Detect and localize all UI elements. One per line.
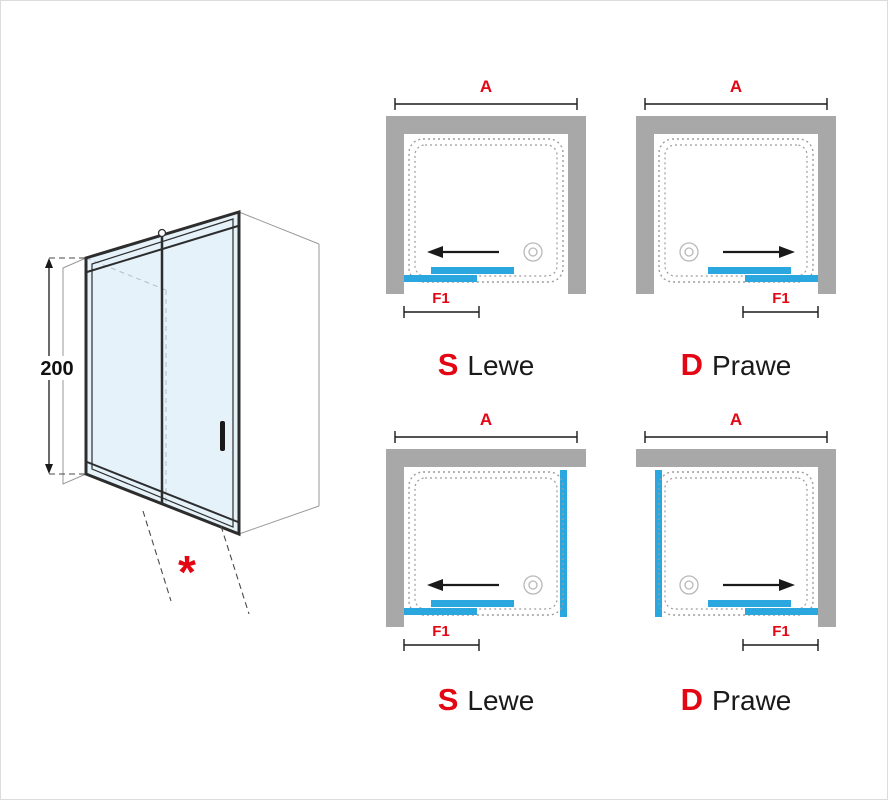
dim-a-label: A xyxy=(480,77,492,96)
asterisk-mark: * xyxy=(178,546,196,598)
variant-word: Lewe xyxy=(467,350,535,381)
dim-a-label: A xyxy=(480,410,492,429)
variant-label: S Lewe xyxy=(381,347,591,383)
isometric-view: 200 * xyxy=(33,209,320,615)
shower-tray xyxy=(658,138,814,283)
variant-letter: D xyxy=(680,682,703,717)
dim-f1-line xyxy=(403,305,480,319)
shower-tray xyxy=(408,471,564,616)
plan-d-prawe-niche: A F1 xyxy=(636,77,836,319)
dim-f1-label: F1 xyxy=(432,290,450,307)
dim-f1-label: F1 xyxy=(772,290,790,307)
sliding-door-plan xyxy=(678,574,820,617)
dim-f1-line xyxy=(742,638,819,652)
dim-a-line xyxy=(644,97,828,111)
shower-tray xyxy=(658,471,814,616)
dim-f1-line xyxy=(403,638,480,652)
dim-a-line xyxy=(394,430,578,444)
shower-tray xyxy=(408,138,564,283)
sliding-door-plan xyxy=(402,574,544,617)
variant-label: D Prawe xyxy=(631,347,841,383)
dim-a-line xyxy=(644,430,828,444)
variant-label: S Lewe xyxy=(381,682,591,718)
height-dimension-label: 200 xyxy=(40,358,73,380)
variant-label: D Prawe xyxy=(631,682,841,718)
dim-f1-line xyxy=(742,305,819,319)
variant-letter: S xyxy=(437,347,459,382)
sliding-door-plan xyxy=(402,241,544,284)
plan-d-prawe-side-panel: A F1 xyxy=(636,410,836,652)
dim-a-label: A xyxy=(730,77,742,96)
plan-s-lewe-niche: A F1 xyxy=(386,77,586,319)
plan-s-lewe-side-panel: A F1 xyxy=(386,410,586,652)
variant-word: Prawe xyxy=(712,685,792,716)
dim-f1-label: F1 xyxy=(432,623,450,640)
variant-word: Lewe xyxy=(467,685,535,716)
floor-projection: * xyxy=(142,510,250,615)
roller-icon xyxy=(157,228,167,238)
dim-f1-label: F1 xyxy=(772,623,790,640)
dim-a-label: A xyxy=(730,410,742,429)
height-dimension: 200 xyxy=(33,257,85,475)
sliding-door-plan xyxy=(678,241,820,284)
variant-letter: S xyxy=(437,682,459,717)
variant-letter: D xyxy=(680,347,703,382)
door-handle xyxy=(220,421,225,451)
dim-a-line xyxy=(394,97,578,111)
variant-word: Prawe xyxy=(712,350,792,381)
sliding-door-3d xyxy=(84,209,241,537)
